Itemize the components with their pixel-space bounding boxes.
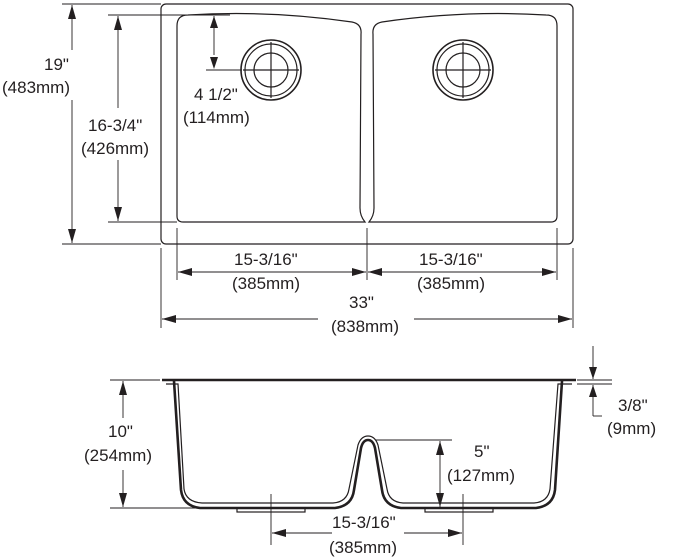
right-bowl-width-mm: (385mm) [417,274,485,293]
drain-offset-inch: 4 1/2" [194,85,238,104]
divider-height-mm: (127mm) [447,466,515,485]
bowl-depth-dimension [108,14,230,223]
rim-thickness-inch: 3/8" [618,396,648,415]
overall-depth-mm: (483mm) [2,78,70,97]
drain-spacing-mm: (385mm) [329,538,397,557]
side-depth-inch: 10" [108,422,133,441]
bowl-depth-inch: 16-3/4" [88,116,142,135]
side-view: 10" (254mm) 3/8" (9mm) 5" (127mm) [84,346,656,557]
drain-spacing-dimension [272,529,462,537]
drain-offset-dimension [206,16,242,71]
left-bowl-width-mm: (385mm) [232,274,300,293]
overall-width-dimension [160,248,574,328]
drain-spacing-inch: 15-3/16" [332,513,396,532]
bowl-depth-mm: (426mm) [81,139,149,158]
left-bowl-width-inch: 15-3/16" [234,250,298,269]
overall-depth-dimension [62,3,161,245]
divider-height-inch: 5" [474,442,490,461]
rim-thickness-dimension [577,346,612,417]
overall-width-mm: (838mm) [331,317,399,336]
sink-profile-inner [166,383,572,504]
right-bowl-width-inch: 15-3/16" [419,250,483,269]
divider-height-dimension [376,439,452,507]
side-depth-mm: (254mm) [84,446,152,465]
rim-thickness-mm: (9mm) [607,419,656,438]
left-bowl-outline [176,12,367,223]
side-view-drains [236,494,494,545]
right-bowl-outline [367,12,558,223]
top-view: 19" (483mm) 16-3/4" (426mm) 4 1/2" (114m… [2,3,574,336]
bowl-width-dimension [176,228,558,280]
drain-offset-mm: (114mm) [183,108,250,127]
overall-width-inch: 33" [349,293,374,312]
sink-profile-outer [162,378,576,510]
right-drain [432,39,494,101]
side-depth-dimension [110,379,200,509]
left-drain [240,39,302,101]
overall-depth-inch: 19" [44,55,69,74]
